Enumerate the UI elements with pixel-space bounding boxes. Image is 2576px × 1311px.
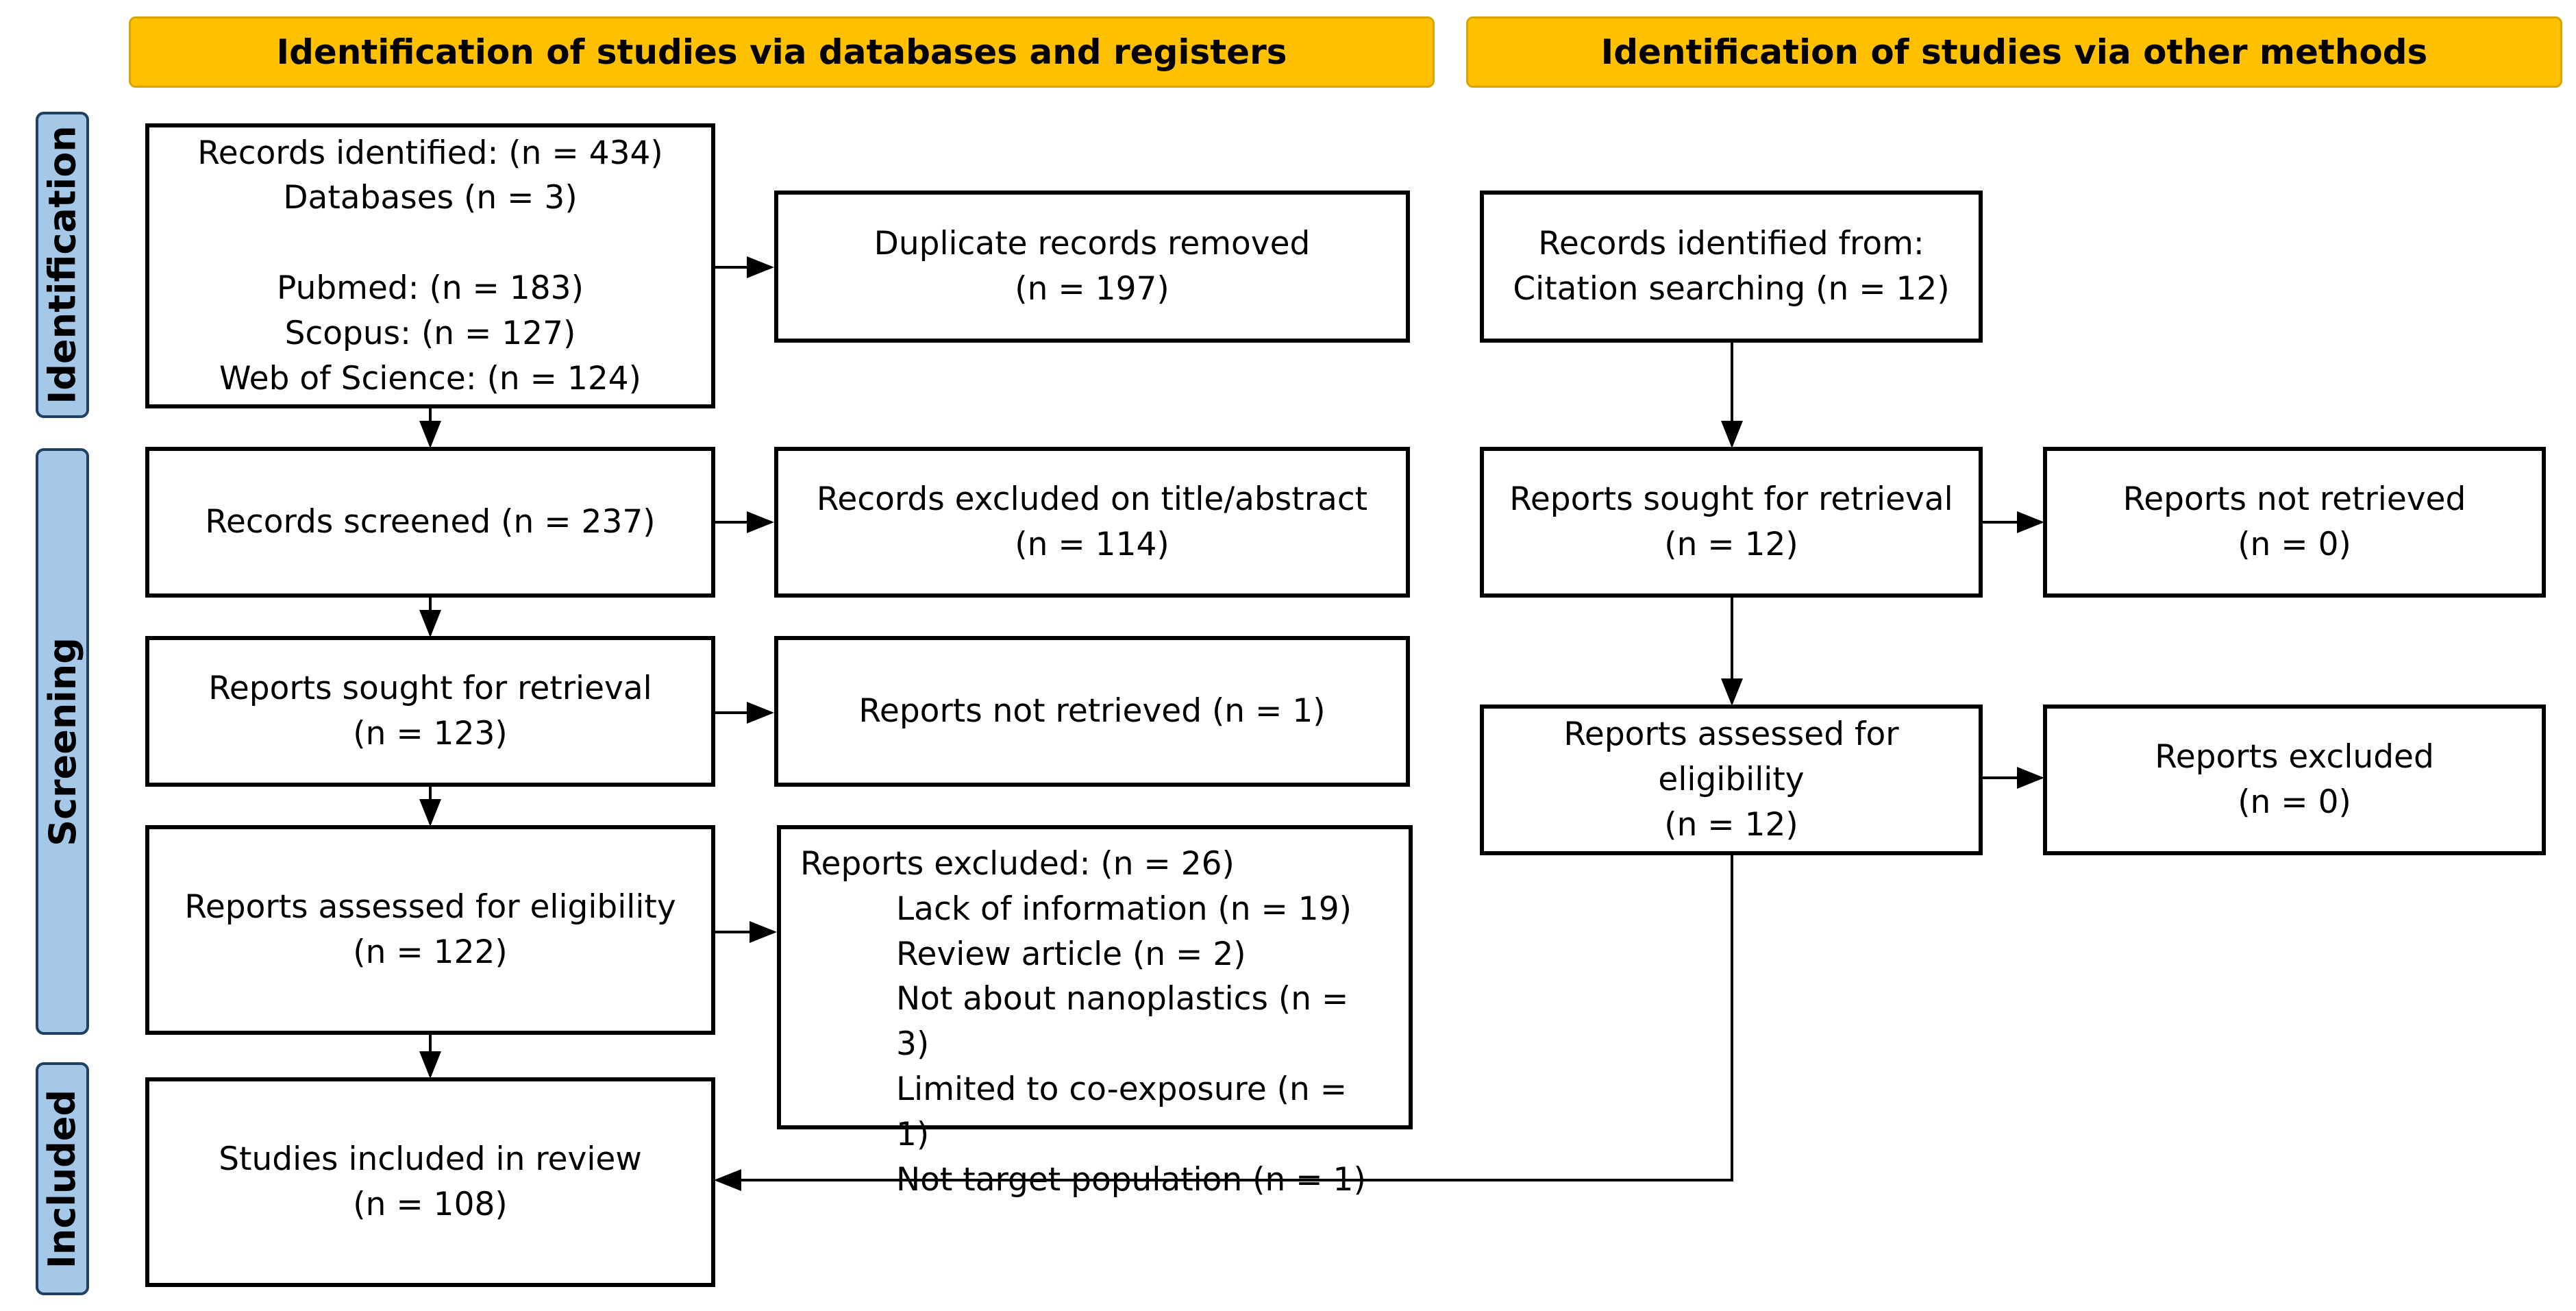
box-other-reports-excluded: Reports excluded (n = 0): [2043, 704, 2546, 855]
other-assessed-line1: Reports assessed for: [1563, 715, 1899, 754]
other-excluded-label: Reports excluded: [2155, 738, 2434, 776]
records-identified-line: Records identified: (n = 434): [197, 134, 663, 172]
reason-limited-to-co-exposure: Limited to co-exposure (n = 1): [896, 1070, 1348, 1153]
banner-other-methods-text: Identification of studies via other meth…: [1600, 32, 2428, 72]
studies-included-label: Studies included in review: [219, 1140, 642, 1179]
box-studies-included: Studies included in review (n = 108): [145, 1077, 715, 1287]
reason-lack-of-information: Lack of information (n = 19): [896, 890, 1352, 928]
box-records-identified: Records identified: (n = 434) Databases …: [145, 123, 715, 408]
other-not-retrieved-count: (n = 0): [2238, 526, 2351, 563]
arrow-other-to-included: [714, 853, 1733, 1191]
other-sought-count: (n = 12): [1664, 526, 1798, 563]
banner-other-methods: Identification of studies via other meth…: [1466, 16, 2562, 88]
web-of-science-line: Web of Science: (n = 124): [219, 359, 642, 397]
other-excluded-count: (n = 0): [2238, 783, 2351, 821]
reason-not-about-nanoplastics: Not about nanoplastics (n = 3): [896, 980, 1349, 1064]
box-reports-sought: Reports sought for retrieval (n = 123): [145, 636, 715, 787]
box-reports-assessed: Reports assessed for eligibility (n = 12…: [145, 825, 715, 1035]
scopus-line: Scopus: (n = 127): [284, 314, 576, 352]
banner-databases: Identification of studies via databases …: [129, 16, 1435, 88]
banner-databases-text: Identification of studies via databases …: [276, 32, 1287, 72]
box-excluded-title-abstract: Records excluded on title/abstract (n = …: [774, 447, 1410, 598]
box-other-records-identified: Records identified from: Citation search…: [1480, 191, 1983, 343]
other-sought-label: Reports sought for retrieval: [1509, 480, 1953, 519]
other-identified-line1: Records identified from:: [1538, 225, 1924, 263]
reports-assessed-label: Reports assessed for eligibility: [184, 888, 676, 927]
other-assessed-line2: eligibility: [1658, 761, 1805, 799]
pubmed-line: Pubmed: (n = 183): [277, 269, 584, 308]
duplicates-label: Duplicate records removed: [874, 225, 1311, 263]
excluded-title-label: Records excluded on title/abstract: [816, 480, 1368, 519]
other-identified-line2: Citation searching (n = 12): [1513, 270, 1950, 308]
records-screened-label: Records screened (n = 237): [205, 503, 656, 541]
reason-not-target-population: Not target population (n = 1): [896, 1160, 1366, 1199]
stage-screening: Screening: [36, 448, 89, 1035]
studies-included-count: (n = 108): [353, 1186, 508, 1223]
duplicates-count: (n = 197): [1015, 270, 1169, 308]
box-other-reports-not-retrieved: Reports not retrieved (n = 0): [2043, 447, 2546, 598]
box-reports-excluded-reasons: Reports excluded: (n = 26) Lack of infor…: [777, 825, 1413, 1199]
box-reports-not-retrieved: Reports not retrieved (n = 1): [774, 636, 1410, 787]
box-other-reports-sought: Reports sought for retrieval (n = 12): [1480, 447, 1983, 598]
excluded-title-count: (n = 114): [1015, 526, 1169, 563]
other-not-retrieved-label: Reports not retrieved: [2122, 480, 2466, 519]
reports-assessed-count: (n = 122): [353, 933, 508, 971]
box-duplicates-removed: Duplicate records removed (n = 197): [774, 191, 1410, 343]
other-assessed-count: (n = 12): [1664, 805, 1798, 844]
stage-included: Included: [36, 1062, 89, 1295]
box-records-screened: Records screened (n = 237): [145, 447, 715, 598]
stage-identification: Identification: [36, 112, 89, 418]
not-retrieved-label: Reports not retrieved (n = 1): [858, 692, 1326, 731]
reports-sought-count: (n = 123): [353, 715, 508, 752]
reason-review-article: Review article (n = 2): [896, 935, 1246, 973]
excluded-reasons-title: Reports excluded: (n = 26): [800, 845, 1235, 883]
reports-sought-label: Reports sought for retrieval: [208, 670, 652, 708]
box-other-reports-assessed: Reports assessed for eligibility (n = 12…: [1480, 704, 1983, 855]
databases-count-line: Databases (n = 3): [283, 179, 578, 217]
